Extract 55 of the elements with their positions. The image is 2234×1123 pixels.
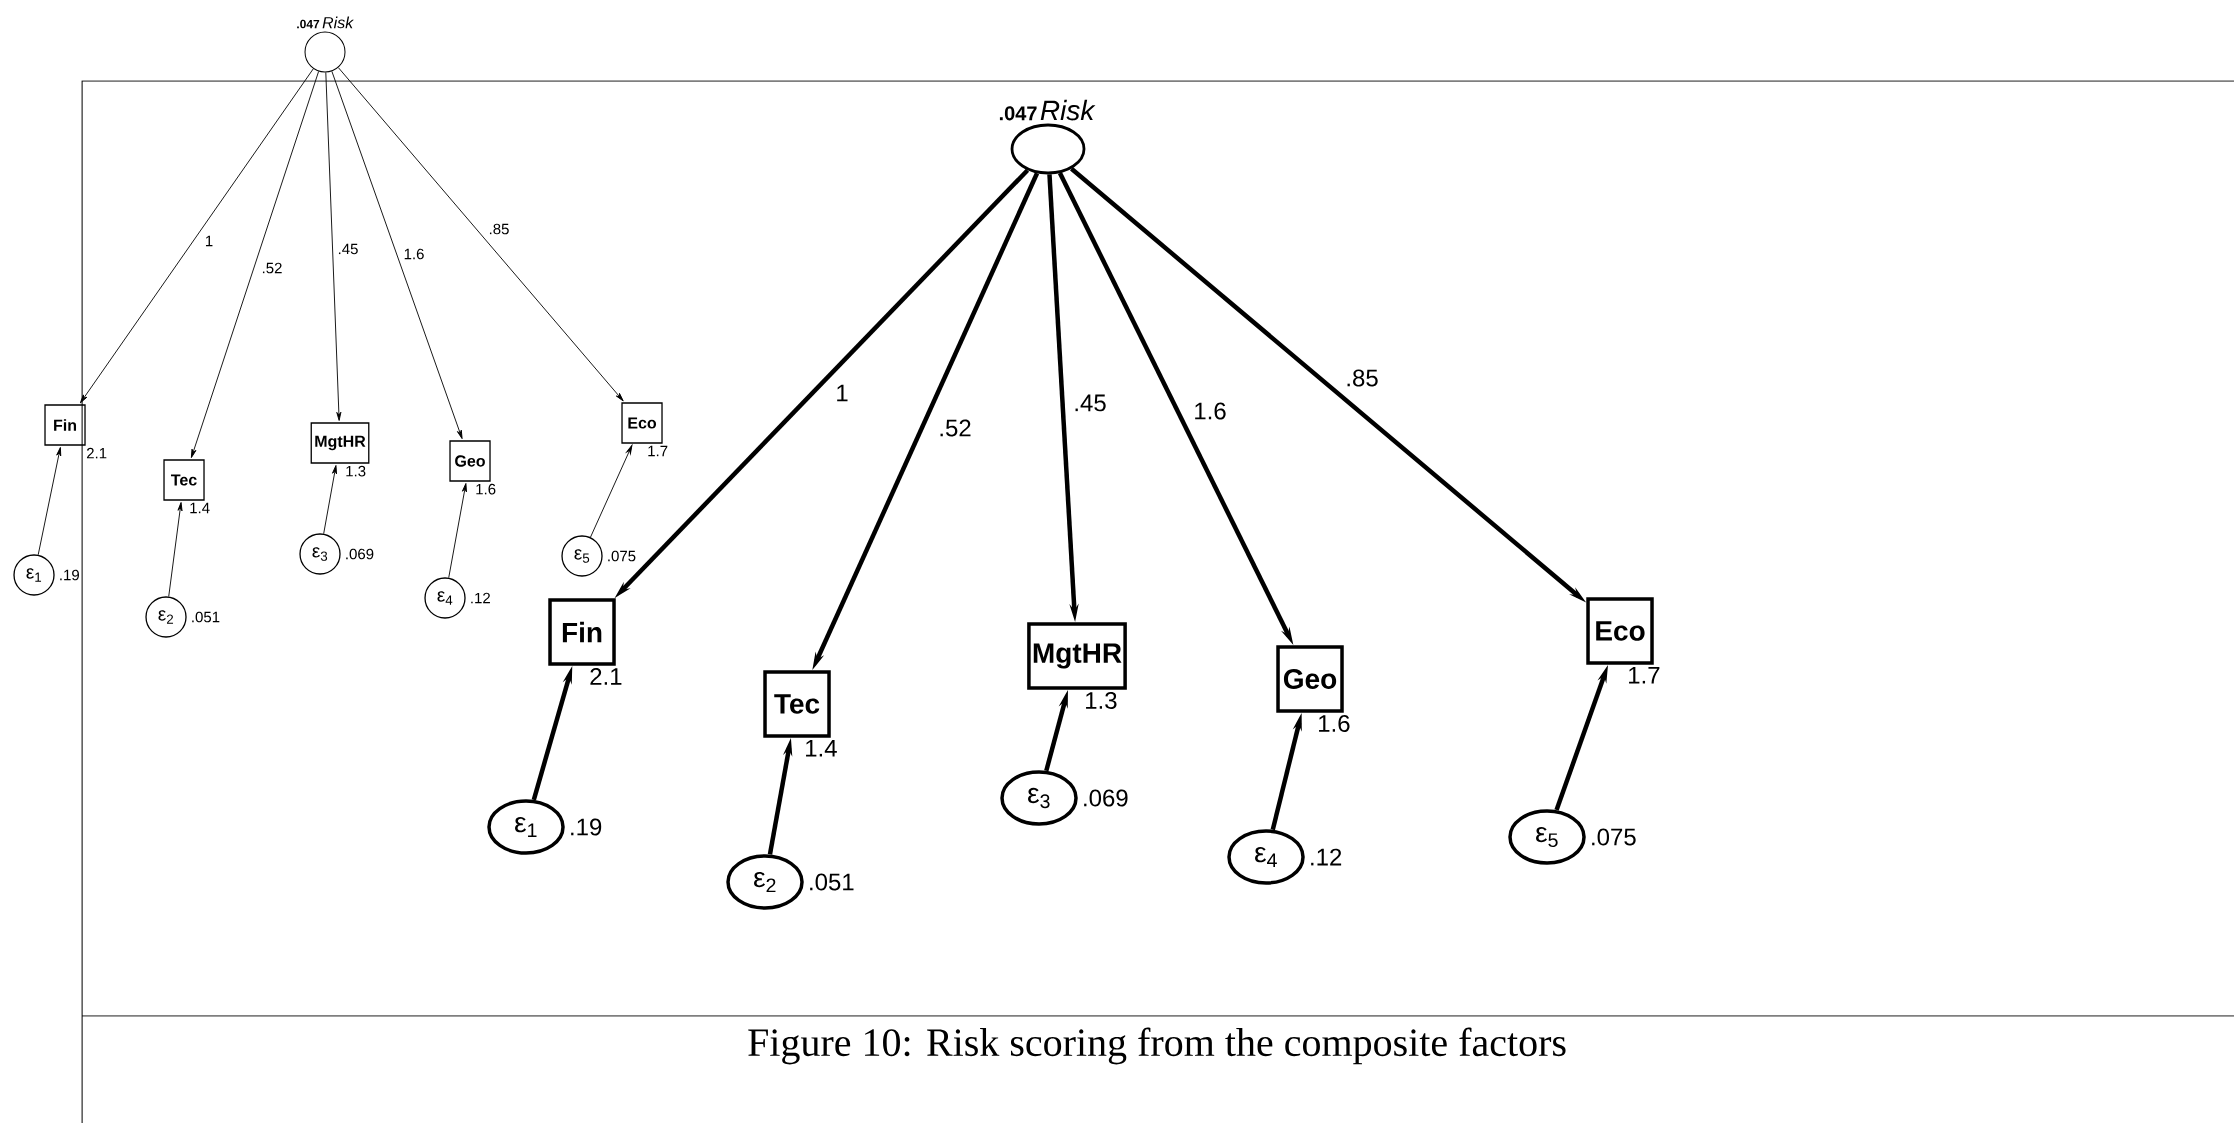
node-label: 1.3 xyxy=(1086,691,1117,709)
arrow xyxy=(79,68,314,404)
node-label: 1.4 xyxy=(190,502,210,514)
edge-label: .52 xyxy=(937,418,973,438)
edge-label: .45 xyxy=(336,242,360,256)
figure-caption: Figure 10: Risk scoring from the composite factors xyxy=(748,1027,1566,1065)
arrow xyxy=(337,67,624,402)
node-label: Risk xyxy=(1040,99,1096,121)
node-label: .051 xyxy=(810,873,854,891)
node-label: 1.7 xyxy=(1629,666,1660,684)
observed-variable-box: Fin 2.1 xyxy=(548,598,622,685)
arrow xyxy=(37,447,62,556)
arrow xyxy=(168,502,183,597)
edge-label: 1 xyxy=(203,234,215,248)
arrow xyxy=(190,71,320,459)
observed-variable-box: Eco 1.7 xyxy=(1586,597,1660,684)
arrow xyxy=(331,70,463,440)
edge-label: .52 xyxy=(260,261,284,275)
node-label: Risk xyxy=(322,16,354,29)
edge-label: 1.6 xyxy=(1192,401,1228,421)
observed-variable-box: MgtHR 1.3 xyxy=(310,422,370,477)
arrow xyxy=(448,483,467,579)
observed-variable-box: Fin 2.1 xyxy=(44,404,107,459)
arrow xyxy=(323,465,337,535)
node-label: .19 xyxy=(60,569,79,581)
edge-label: .85 xyxy=(1344,368,1380,388)
node-label: .069 xyxy=(1084,789,1128,807)
arrow xyxy=(325,72,342,421)
observed-variable-box: Tec 1.4 xyxy=(763,670,837,757)
node-label: .075 xyxy=(1592,828,1636,846)
edge-label: 1.6 xyxy=(402,247,426,261)
edge-label: .85 xyxy=(487,222,511,236)
node-label: 1.4 xyxy=(806,739,837,757)
node-label: 1.6 xyxy=(1319,714,1350,732)
node-label: 2.1 xyxy=(86,447,107,459)
node-label: 2.1 xyxy=(590,667,622,685)
node-label: .19 xyxy=(571,818,602,836)
node-label: .047 xyxy=(297,19,320,29)
observed-variable-box: Tec 1.4 xyxy=(163,459,210,514)
observed-variable-box: Eco 1.7 xyxy=(621,402,668,457)
node-label: .069 xyxy=(346,548,374,560)
node-label: 1.7 xyxy=(648,445,668,457)
edge-label: 1 xyxy=(834,383,850,403)
edge-label: .45 xyxy=(1072,393,1108,413)
node-label: 1.3 xyxy=(346,465,366,477)
arrow xyxy=(590,444,633,538)
node-label: .12 xyxy=(1311,848,1342,866)
node-label: .047 xyxy=(999,106,1037,121)
observed-variable-box: Geo 1.6 xyxy=(449,440,496,495)
node-label: .075 xyxy=(608,550,636,562)
node-label: .051 xyxy=(192,611,220,623)
observed-variable-box: Geo 1.6 xyxy=(1276,645,1350,732)
node-label: 1.6 xyxy=(476,483,496,495)
observed-variable-box: MgtHR 1.3 xyxy=(1027,622,1127,709)
node-label: .12 xyxy=(471,592,490,604)
